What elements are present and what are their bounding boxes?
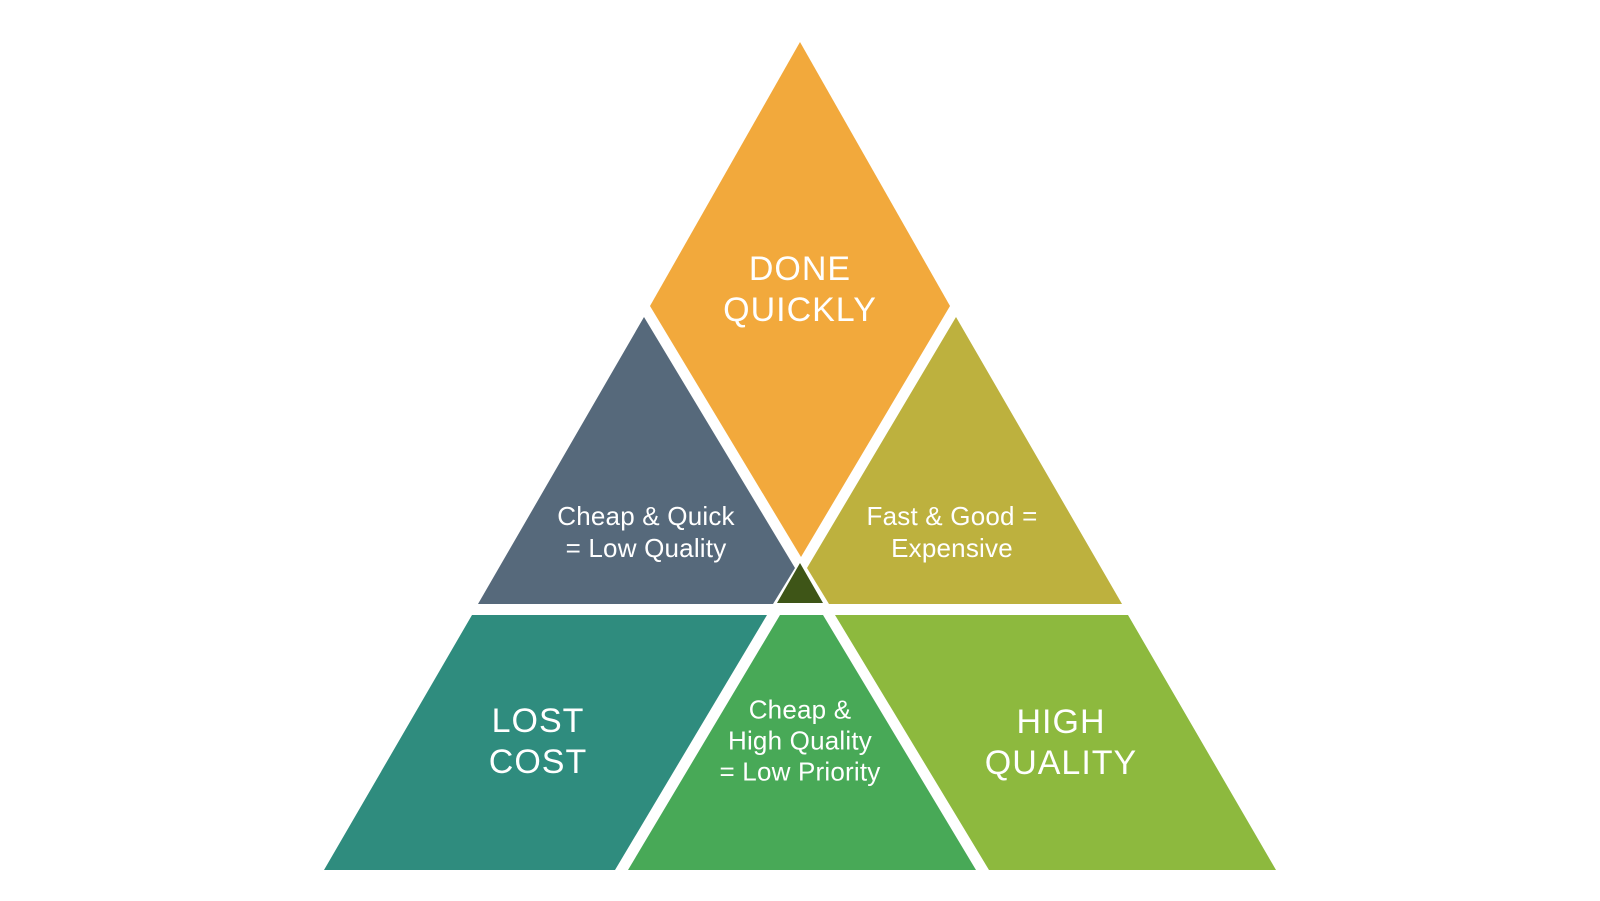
segment-high-quality: [835, 615, 1276, 870]
segment-cheap-high-quality-low-priority: [628, 615, 976, 870]
segment-fast-good-expensive: [807, 317, 1122, 604]
segment-done-quickly: [650, 42, 950, 557]
segment-cheap-quick-low-quality: [478, 317, 795, 604]
segment-center-accent: [777, 563, 823, 603]
segment-lost-cost: [324, 615, 767, 870]
